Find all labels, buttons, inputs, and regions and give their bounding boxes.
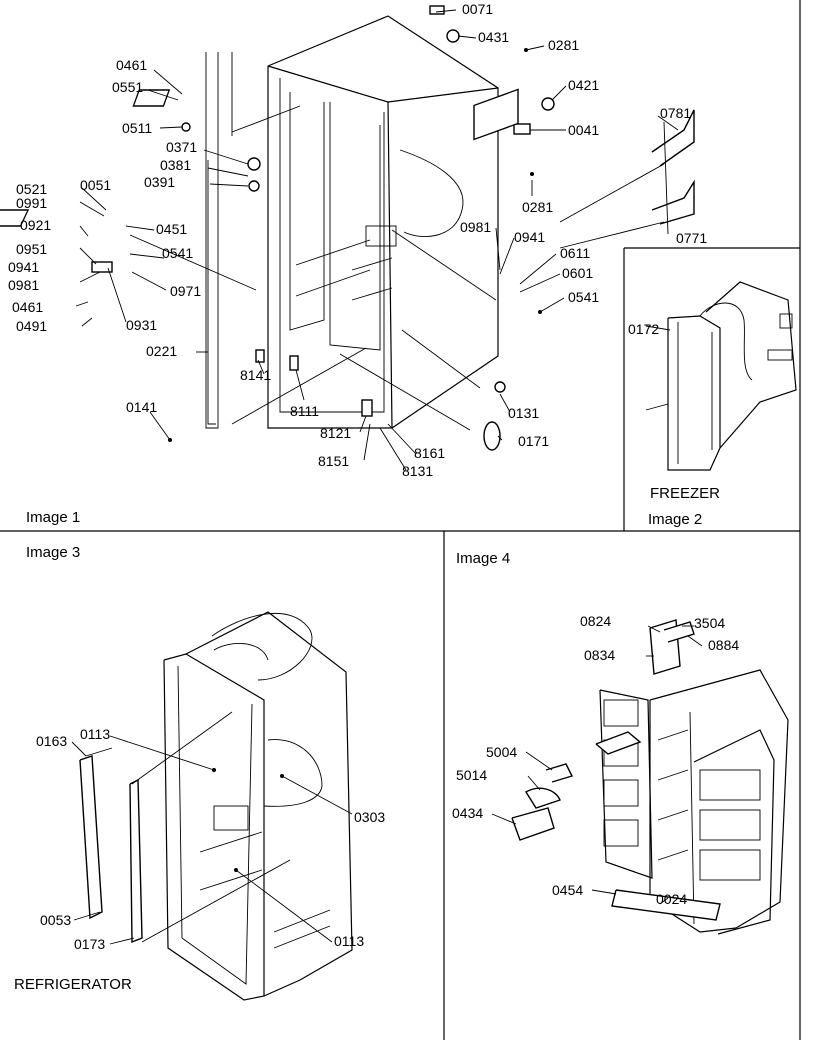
callout-0421: 0421: [568, 77, 599, 93]
callout-0834: 0834: [584, 647, 615, 663]
image-4-caption: Image 4: [456, 550, 510, 567]
callout-0981: 0981: [460, 219, 491, 235]
callout-0601: 0601: [562, 265, 593, 281]
callout-0521: 0521: [16, 181, 47, 197]
image-2-callouts: 0771 0172: [628, 230, 707, 337]
callout-0551: 0551: [112, 79, 143, 95]
callout-0071: 0071: [462, 1, 493, 17]
callout-0141: 0141: [126, 399, 157, 415]
callout-0113: 0113: [80, 726, 110, 742]
callout-0511: 0511: [122, 120, 152, 136]
callout-0051: 0051: [80, 177, 111, 193]
callout-0824: 0824: [580, 613, 611, 629]
callout-0951: 0951: [16, 241, 47, 257]
callout-0781: 0781: [660, 105, 691, 121]
callout-0172: 0172: [628, 321, 659, 337]
image-1-caption: Image 1: [26, 509, 80, 526]
callout-0381: 0381: [160, 157, 191, 173]
callout-0171: 0171: [518, 433, 549, 449]
callout-5014: 5014: [456, 767, 487, 783]
callout-0461b: 0461: [12, 299, 43, 315]
callout-0921: 0921: [20, 217, 51, 233]
callout-0041: 0041: [568, 122, 599, 138]
callout-8151: 8151: [318, 453, 349, 469]
callout-8131: 8131: [402, 463, 433, 479]
callout-0113b: 0113: [334, 933, 364, 949]
callout-0131: 0131: [508, 405, 539, 421]
image-2-freezer-drawing: [645, 121, 797, 471]
image-3-caption: Image 3: [26, 544, 80, 561]
callout-0981b: 0981: [8, 277, 39, 293]
callout-0991: 0991: [16, 195, 47, 211]
callout-0431: 0431: [478, 29, 509, 45]
callout-0541b: 0541: [568, 289, 599, 305]
callout-0931: 0931: [126, 317, 157, 333]
callout-0434: 0434: [452, 805, 483, 821]
image-3-refrigerator-drawing: [71, 611, 353, 1001]
callout-0461: 0461: [116, 57, 147, 73]
callout-0941: 0941: [514, 229, 545, 245]
image-1-cabinet-drawing: [0, 5, 695, 471]
refrigerator-label: REFRIGERATOR: [14, 976, 132, 993]
callout-0221: 0221: [146, 343, 177, 359]
callout-0611: 0611: [560, 245, 590, 261]
image-1-callouts: 0071 0431 0281 0461 0551 0421 0511 0041 …: [8, 1, 691, 479]
callout-8161: 8161: [414, 445, 445, 461]
callout-8121: 8121: [320, 425, 351, 441]
callout-0541: 0541: [162, 245, 193, 261]
callout-0971: 0971: [170, 283, 201, 299]
callout-0391: 0391: [144, 174, 175, 190]
image-2-caption: Image 2: [648, 511, 702, 528]
callout-0771: 0771: [676, 230, 707, 246]
callout-0281b: 0281: [522, 199, 553, 215]
callout-0884: 0884: [708, 637, 739, 653]
callout-0371: 0371: [166, 139, 197, 155]
image-4-side-by-side-drawing: [491, 619, 789, 935]
callout-0454: 0454: [552, 882, 583, 898]
callout-0024: 0024: [656, 891, 687, 907]
callout-0173: 0173: [74, 936, 105, 952]
callout-0491: 0491: [16, 318, 47, 334]
callout-0451: 0451: [156, 221, 187, 237]
callout-8111: 8111: [290, 403, 319, 419]
callout-5004: 5004: [486, 744, 517, 760]
callout-8141: 8141: [240, 367, 271, 383]
callout-0303: 0303: [354, 809, 385, 825]
callout-0281: 0281: [548, 37, 579, 53]
callout-0163: 0163: [36, 733, 67, 749]
freezer-label: FREEZER: [650, 485, 720, 502]
image-3-callouts: 0163 0113 0303 0053 0173 0113: [36, 726, 385, 952]
callout-3504: 3504: [694, 615, 725, 631]
callout-0941b: 0941: [8, 259, 39, 275]
image-4-callouts: 0824 3504 0884 0834 5004 5014 0434 0454 …: [452, 613, 739, 907]
callout-0053: 0053: [40, 912, 71, 928]
